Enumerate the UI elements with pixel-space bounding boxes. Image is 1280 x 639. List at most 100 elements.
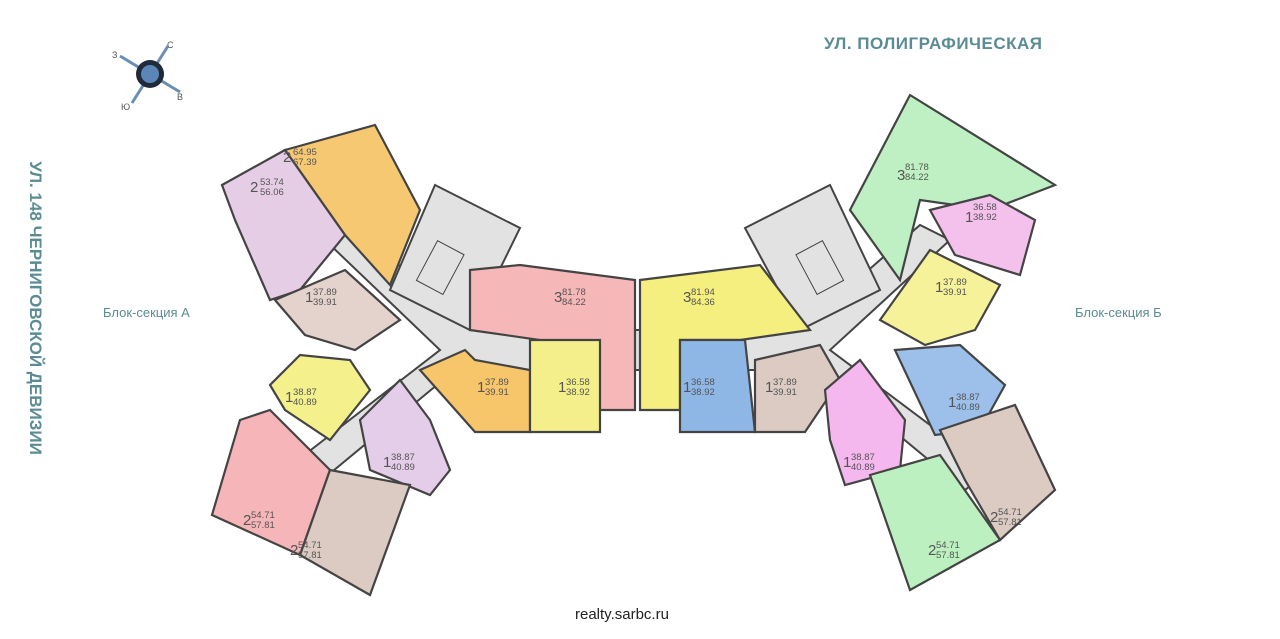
- apartment-b6: [878, 248, 1002, 347]
- svg-text:1: 1: [843, 454, 851, 471]
- source-watermark: realty.sarbc.ru: [575, 606, 669, 623]
- svg-text:1: 1: [285, 389, 293, 406]
- svg-text:2: 2: [928, 542, 936, 559]
- svg-text:1: 1: [965, 209, 973, 226]
- compass-south: Ю: [121, 102, 130, 112]
- svg-text:37.89: 37.89: [943, 277, 967, 288]
- section-b-label: Блок-секция Б: [1075, 305, 1162, 320]
- svg-text:57.81: 57.81: [251, 520, 275, 531]
- svg-text:67.39: 67.39: [293, 157, 317, 168]
- svg-text:38.92: 38.92: [691, 387, 715, 398]
- svg-text:1: 1: [305, 289, 313, 306]
- svg-text:2: 2: [990, 509, 998, 526]
- svg-text:1: 1: [383, 454, 391, 471]
- svg-text:39.91: 39.91: [773, 387, 797, 398]
- svg-text:1: 1: [765, 379, 773, 396]
- svg-text:37.89: 37.89: [773, 377, 797, 388]
- apartment-a4: [268, 353, 372, 442]
- apartment-b3: [753, 343, 842, 434]
- apartment-b10: [868, 453, 1002, 592]
- svg-text:64.95: 64.95: [293, 147, 317, 158]
- svg-text:38.87: 38.87: [851, 452, 875, 463]
- svg-text:84.36: 84.36: [691, 297, 715, 308]
- svg-text:84.22: 84.22: [562, 297, 586, 308]
- svg-text:38.87: 38.87: [956, 392, 980, 403]
- svg-text:39.91: 39.91: [313, 297, 337, 308]
- apartment-a10: [298, 468, 412, 597]
- svg-text:40.89: 40.89: [956, 402, 980, 413]
- svg-text:57.81: 57.81: [998, 517, 1022, 528]
- svg-text:84.22: 84.22: [905, 172, 929, 183]
- svg-text:54.71: 54.71: [251, 510, 275, 521]
- svg-text:37.89: 37.89: [313, 287, 337, 298]
- svg-text:36.58: 36.58: [566, 377, 590, 388]
- svg-text:1: 1: [948, 394, 956, 411]
- svg-text:54.71: 54.71: [936, 540, 960, 551]
- svg-text:57.81: 57.81: [298, 550, 322, 561]
- svg-text:36.58: 36.58: [691, 377, 715, 388]
- svg-text:54.71: 54.71: [998, 507, 1022, 518]
- svg-text:2: 2: [283, 149, 291, 166]
- apartment-a7: [528, 338, 602, 434]
- svg-text:81.78: 81.78: [562, 287, 586, 298]
- svg-text:39.91: 39.91: [943, 287, 967, 298]
- svg-text:37.89: 37.89: [485, 377, 509, 388]
- svg-text:2: 2: [250, 179, 258, 196]
- compass-west: З: [112, 50, 117, 60]
- svg-text:40.89: 40.89: [293, 397, 317, 408]
- apartments: [210, 93, 1058, 597]
- svg-text:38.87: 38.87: [293, 387, 317, 398]
- svg-text:40.89: 40.89: [851, 462, 875, 473]
- svg-text:3: 3: [554, 289, 562, 306]
- apartment-a3: [273, 268, 402, 352]
- svg-text:2: 2: [290, 542, 298, 559]
- compass-east: В: [177, 92, 183, 102]
- svg-text:38.87: 38.87: [391, 452, 415, 463]
- svg-text:56.06: 56.06: [260, 187, 284, 198]
- svg-text:81.94: 81.94: [691, 287, 715, 298]
- compass-icon: С В Ю З: [112, 40, 183, 112]
- svg-text:1: 1: [558, 379, 566, 396]
- apartment-b5: [928, 193, 1037, 277]
- apartment-b9: [938, 403, 1057, 542]
- svg-text:38.92: 38.92: [973, 212, 997, 223]
- svg-text:81.78: 81.78: [905, 162, 929, 173]
- svg-text:2: 2: [243, 512, 251, 529]
- svg-text:1: 1: [935, 279, 943, 296]
- svg-text:39.91: 39.91: [485, 387, 509, 398]
- svg-text:1: 1: [683, 379, 691, 396]
- svg-text:53.74: 53.74: [260, 177, 284, 188]
- svg-text:40.89: 40.89: [391, 462, 415, 473]
- svg-text:3: 3: [683, 289, 691, 306]
- svg-text:36.58: 36.58: [973, 202, 997, 213]
- section-a-label: Блок-секция А: [103, 305, 190, 320]
- apartment-a8: [358, 378, 452, 497]
- svg-text:54.71: 54.71: [298, 540, 322, 551]
- svg-text:57.81: 57.81: [936, 550, 960, 561]
- svg-text:1: 1: [477, 379, 485, 396]
- svg-text:3: 3: [897, 167, 905, 184]
- compass-north: С: [167, 40, 174, 50]
- svg-text:38.92: 38.92: [566, 387, 590, 398]
